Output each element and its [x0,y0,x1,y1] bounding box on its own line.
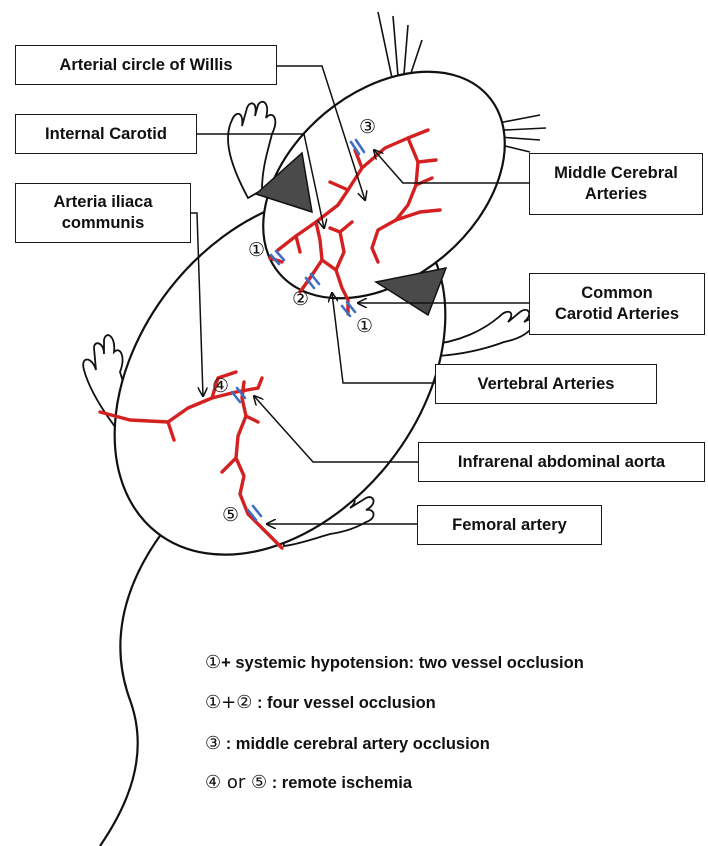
legend-symbol: ④ or ⑤ [205,772,267,793]
legend-text: + systemic hypotension: two vessel occlu… [221,654,584,672]
legend-symbol: ③ [205,733,221,754]
marker-1-right: ① [356,317,373,336]
label-aorta-text: Infrarenal abdominal aorta [419,452,704,473]
label-vertebral-text: Vertebral Arteries [436,374,656,395]
label-middle-cerebral-line2: Arteries [530,184,702,205]
legend-item: ①+ systemic hypotension: two vessel occl… [205,652,584,673]
marker-3: ③ [359,118,376,137]
label-aorta: Infrarenal abdominal aorta [418,442,705,482]
label-arteria-iliaca-line2: communis [16,213,190,234]
label-middle-cerebral: Middle Cerebral Arteries [529,153,703,215]
marker-2: ② [292,290,309,309]
rat-tail [100,525,168,846]
label-circle-of-willis: Arterial circle of Willis [15,45,277,85]
label-arteria-iliaca-line1: Arteria iliaca [16,192,190,213]
marker-4: ④ [212,377,229,396]
legend-item: ④ or ⑤ : remote ischemia [205,772,412,793]
label-femoral: Femoral artery [417,505,602,545]
label-common-carotid-line1: Common [530,283,704,304]
marker-1-left: ① [248,241,265,260]
label-common-carotid: Common Carotid Arteries [529,273,705,335]
legend-text: : middle cerebral artery occlusion [221,735,490,753]
marker-5: ⑤ [222,506,239,525]
legend-item: ③ : middle cerebral artery occlusion [205,733,490,754]
legend-text: : four vessel occlusion [252,694,435,712]
legend-item: ①+② : four vessel occlusion [205,692,436,713]
legend-symbol: ① [205,652,221,673]
label-middle-cerebral-line1: Middle Cerebral [530,163,702,184]
label-vertebral: Vertebral Arteries [435,364,657,404]
label-femoral-text: Femoral artery [418,515,601,536]
label-arteria-iliaca: Arteria iliaca communis [15,183,191,243]
label-internal-carotid: Internal Carotid [15,114,197,154]
legend-text: : remote ischemia [267,774,412,792]
legend-symbol: ①+② [205,692,252,713]
label-internal-carotid-text: Internal Carotid [16,124,196,145]
label-common-carotid-line2: Carotid Arteries [530,304,704,325]
label-circle-of-willis-text: Arterial circle of Willis [16,55,276,76]
